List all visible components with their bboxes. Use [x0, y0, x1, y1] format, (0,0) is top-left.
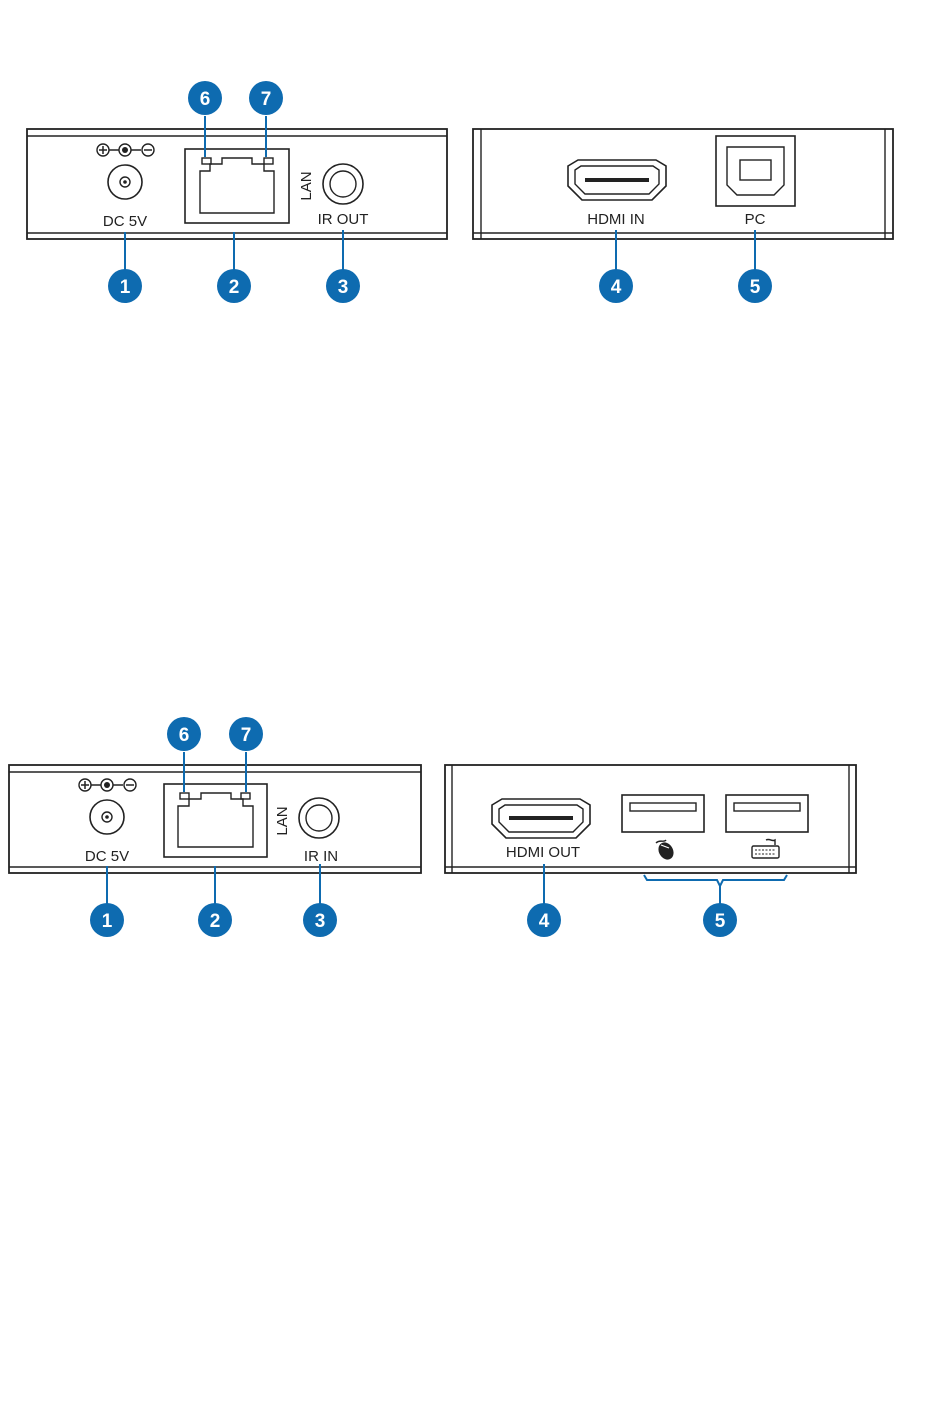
svg-text:4: 4: [611, 277, 622, 298]
callout-6: 6: [167, 717, 201, 751]
lan-label: LAN: [274, 806, 291, 835]
callout-3: 3: [326, 269, 360, 303]
hdmi-port: [492, 799, 590, 838]
power-label: DC 5V: [103, 213, 147, 230]
svg-text:2: 2: [210, 911, 221, 932]
callout-7: 7: [229, 717, 263, 751]
hdmi-label: HDMI IN: [587, 211, 645, 228]
svg-text:6: 6: [200, 89, 211, 110]
ir-label: IR IN: [304, 848, 338, 865]
svg-text:4: 4: [539, 911, 550, 932]
power-label: DC 5V: [85, 848, 129, 865]
front-panel-case: [473, 129, 893, 239]
svg-text:1: 1: [102, 911, 113, 932]
callout-1: 1: [90, 903, 124, 937]
callout-2: 2: [217, 269, 251, 303]
usb-label: PC: [745, 211, 766, 228]
callout-5: 5: [703, 903, 737, 937]
callout-4: 4: [599, 269, 633, 303]
ir-port: [299, 798, 339, 838]
svg-text:7: 7: [241, 725, 252, 746]
callout-4: 4: [527, 903, 561, 937]
svg-text:7: 7: [261, 89, 272, 110]
callout-7: 7: [249, 81, 283, 115]
lan-port: [164, 784, 267, 857]
callout-1: 1: [108, 269, 142, 303]
svg-text:1: 1: [120, 277, 131, 298]
usb-a-port-keyboard: [726, 795, 808, 832]
receiver-front-panel: HDMI OUT: [445, 765, 856, 873]
ir-label: IR OUT: [318, 211, 369, 228]
receiver-back-panel: DC 5V LAN IR IN: [9, 765, 421, 873]
transmitter-diagram: DC 5V LAN IR OUT: [27, 81, 893, 303]
ir-port: [323, 164, 363, 204]
svg-text:6: 6: [179, 725, 190, 746]
transmitter-front-panel: HDMI IN PC: [473, 129, 893, 239]
callout-5: 5: [738, 269, 772, 303]
dc-power-port: [108, 165, 142, 199]
callout-2: 2: [198, 903, 232, 937]
usb-b-port: [716, 136, 795, 206]
dc-power-port: [90, 800, 124, 834]
callout-3: 3: [303, 903, 337, 937]
usb-a-port-mouse: [622, 795, 704, 832]
lan-port: [185, 149, 289, 223]
receiver-diagram: DC 5V LAN IR IN: [9, 717, 856, 937]
svg-text:2: 2: [229, 277, 240, 298]
hdmi-port: [568, 160, 666, 200]
transmitter-back-panel: DC 5V LAN IR OUT: [27, 129, 447, 239]
usb-group-bracket: [644, 875, 787, 886]
svg-text:3: 3: [338, 277, 349, 298]
svg-text:3: 3: [315, 911, 326, 932]
svg-text:5: 5: [750, 277, 761, 298]
callout-6: 6: [188, 81, 222, 115]
svg-text:5: 5: [715, 911, 726, 932]
hdmi-label: HDMI OUT: [506, 844, 580, 861]
lan-label: LAN: [298, 171, 315, 200]
